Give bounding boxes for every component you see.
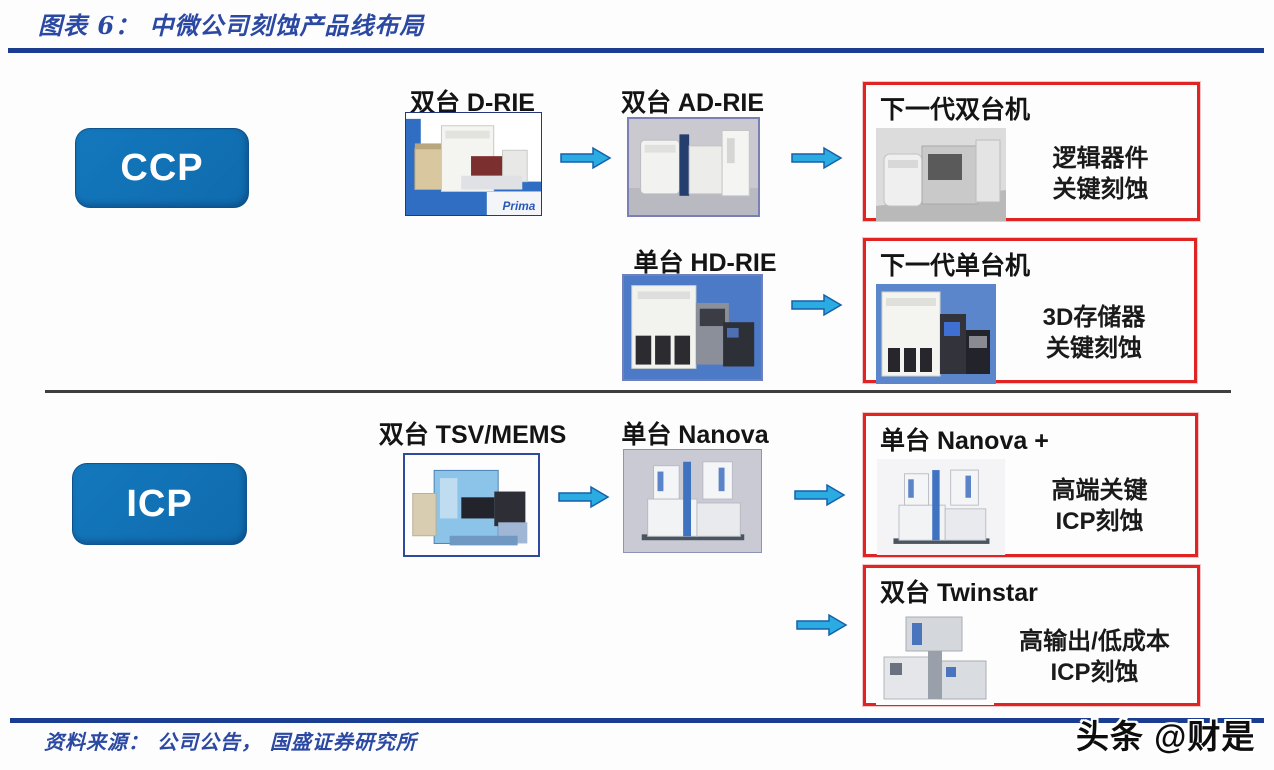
node-label-hdrie: 单台 HD-RIE [633,249,777,277]
machine-illustration-drie: Prima [406,113,541,215]
flow-arrow-tsvmems-to-nanova [558,485,610,509]
flow-arrow-hdrie-to-nextsingle [791,293,843,317]
machine-photo-adrie [627,117,760,217]
ccp-badge: CCP [75,128,249,208]
desc-line-2: ICP刻蚀 [1050,659,1139,686]
machine-illustration-next-dual [876,128,1006,221]
flow-arrow-adrie-to-nextdual [791,146,843,170]
toutiao-watermark: 头条 @财是 [1076,718,1256,755]
prima-logo: Prima [503,200,536,213]
node-label-tsvmems: 双台 TSV/MEMS [378,421,567,449]
desc-line-2: 关键刻蚀 [1046,335,1142,362]
icp-badge: ICP [72,463,247,545]
flow-arrow-drie-to-adrie [560,146,612,170]
desc-line-1: 逻辑器件 [1052,144,1149,172]
section-divider [45,390,1231,393]
node-label-nanova: 单台 Nanova [621,421,769,449]
icp-badge-label: ICP [126,482,193,525]
desc-line-2: ICP刻蚀 [1055,508,1144,535]
machine-photo-next-single [876,284,996,384]
machine-illustration-adrie [629,119,758,215]
result-box-desc: 高输出/低成本 ICP刻蚀 [1000,627,1189,688]
machine-illustration-nanova [624,450,761,552]
machine-photo-nanova-plus [876,459,1006,555]
machine-photo-twinstar [876,611,994,705]
machine-photo-nanova [623,449,762,553]
top-rule [8,48,1264,53]
result-box-title: 下一代单台机 [880,252,1031,280]
figure-title: 图表 6： 中微公司刻蚀产品线布局 [38,11,425,40]
machine-photo-tsvmems [403,453,540,557]
node-label-adrie: 双台 AD-RIE [620,89,765,117]
result-box-desc: 高端关键 ICP刻蚀 [1012,476,1187,537]
flow-arrow-to-twinstar [796,613,848,637]
result-box-next-single: 下一代单台机 3D存储器 关键刻蚀 [863,238,1197,384]
source-caption: 资料来源： 公司公告， 国盛证券研究所 [44,730,417,754]
ccp-badge-label: CCP [120,146,204,189]
desc-line-2: 关键刻蚀 [1052,175,1149,203]
machine-illustration-nanova-plus [876,459,1006,555]
machine-illustration-next-single [876,284,996,384]
bottom-rule [10,718,1264,723]
machine-illustration-twinstar [876,611,994,705]
flow-arrow-nanova-to-nanovaplus [794,483,846,507]
result-box-title: 单台 Nanova + [880,427,1049,455]
result-box-desc: 逻辑器件 关键刻蚀 [1012,144,1189,205]
result-box-title: 下一代双台机 [880,96,1031,124]
machine-photo-drie: Prima [405,112,542,216]
desc-line-1: 高端关键 [1051,477,1148,505]
machine-photo-next-dual [876,128,1006,221]
result-box-desc: 3D存储器 关键刻蚀 [1002,303,1186,364]
result-box-next-dual: 下一代双台机 逻辑器件 关键刻蚀 [863,82,1200,221]
machine-photo-hdrie [622,274,763,381]
machine-illustration-hdrie [624,276,761,379]
result-box-title: 双台 Twinstar [880,579,1038,607]
result-box-twinstar: 双台 Twinstar 高输出/低成本 ICP刻蚀 [863,565,1200,706]
desc-line-1: 3D存储器 [1042,304,1146,332]
machine-illustration-tsvmems [405,455,538,555]
desc-line-1: 高输出/低成本 [1019,628,1170,656]
result-box-nanova-plus: 单台 Nanova + 高端关键 ICP刻蚀 [863,413,1198,557]
